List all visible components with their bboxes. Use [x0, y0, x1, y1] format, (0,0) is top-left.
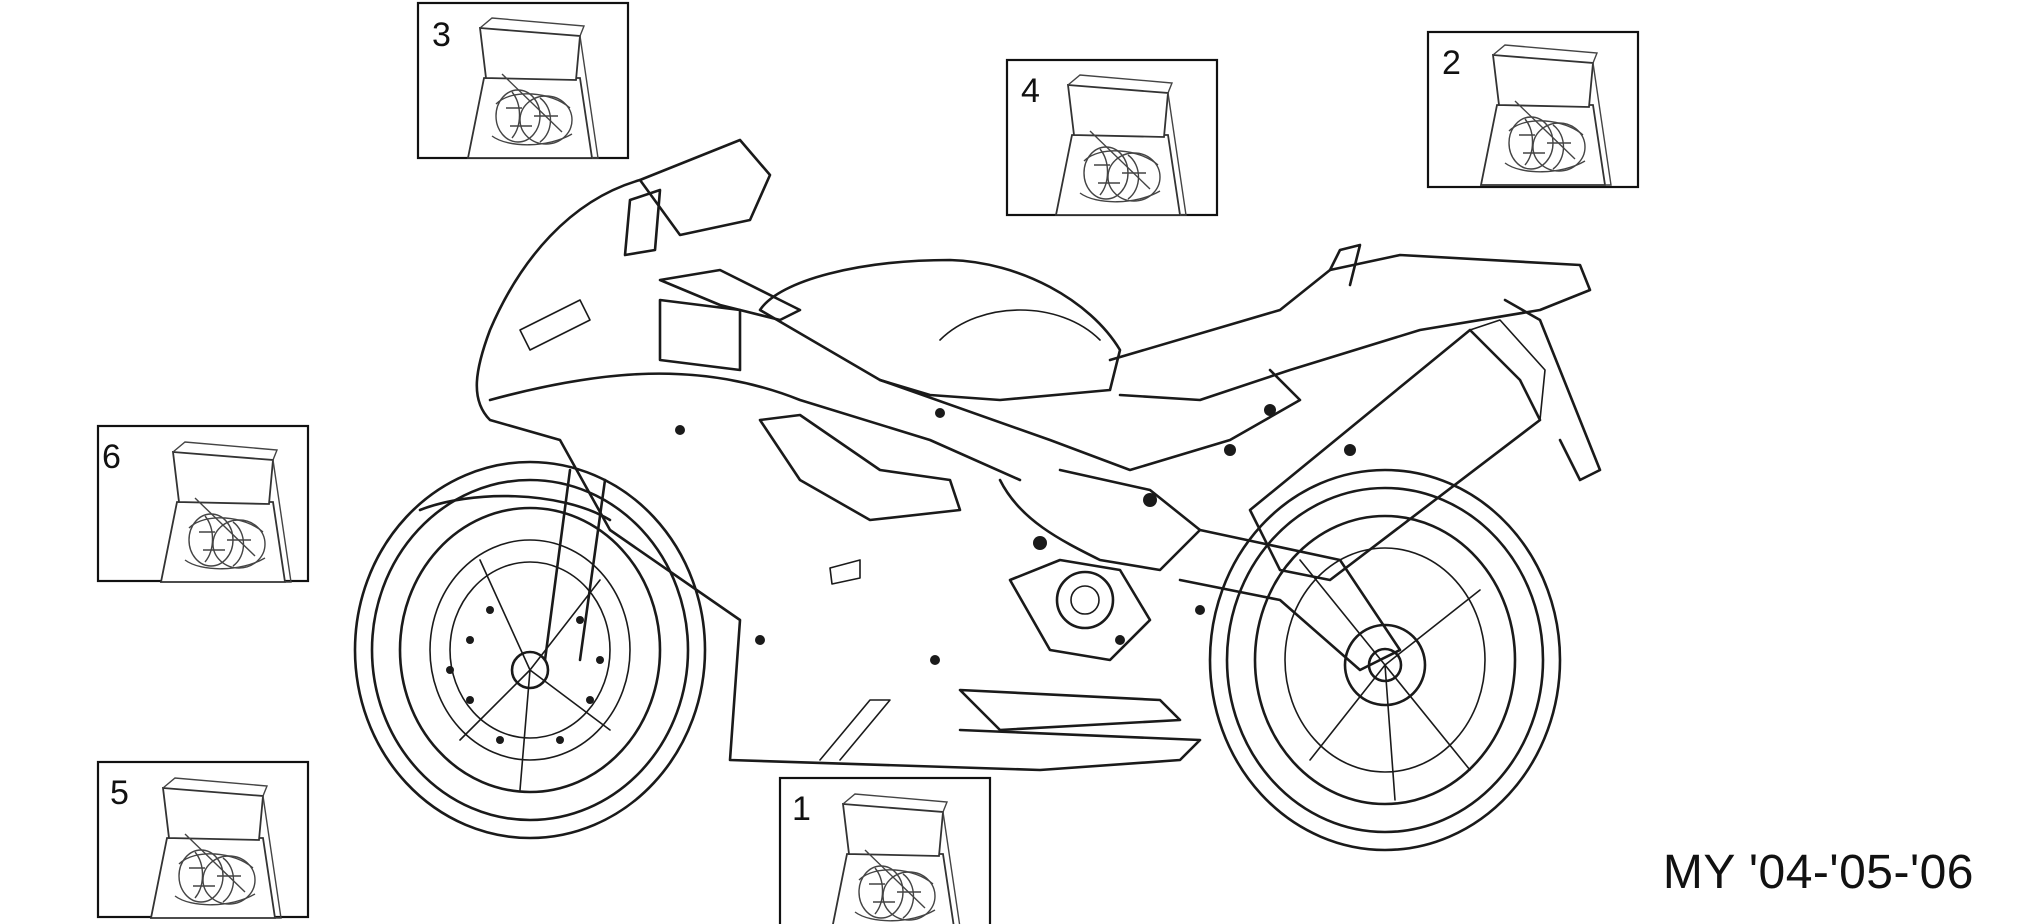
callout-5: 5 [96, 760, 310, 919]
callout-4: 4 [1005, 58, 1219, 217]
front-fender [418, 494, 612, 522]
license-bracket [1503, 298, 1602, 482]
mirror [623, 188, 662, 257]
instrument-housing [658, 298, 742, 372]
belly-pan [958, 688, 1182, 732]
fairing [475, 138, 1202, 772]
decal-kit-icon [830, 793, 962, 924]
callout-2: 2 [1426, 30, 1640, 189]
exhaust-silencer [1248, 328, 1542, 582]
callout-6: 6 [96, 424, 310, 583]
callout-number: 2 [1442, 44, 1461, 82]
decal-kit-icon [467, 17, 599, 159]
lower-stripe [819, 699, 891, 761]
callout-number: 5 [110, 774, 129, 812]
fuel-tank [758, 258, 1122, 402]
windscreen [638, 138, 772, 237]
pillion-pad [1328, 243, 1362, 287]
front-wheel [353, 460, 707, 840]
swingarm [1178, 528, 1402, 672]
decal-kit-icon [1055, 74, 1187, 216]
decal-kit-icon [1480, 44, 1612, 186]
tank-seat-tail [758, 243, 1592, 402]
air-intake [519, 299, 591, 351]
front-fork [543, 468, 607, 662]
fairing-vent [829, 559, 861, 585]
rear-wheel [1208, 468, 1562, 852]
callout-number: 1 [792, 790, 811, 828]
engine-cover [1055, 570, 1115, 630]
seat-tail [1108, 253, 1592, 402]
side-vent [758, 413, 962, 522]
frame-engine [675, 368, 1402, 732]
decal-kit-icon [160, 441, 292, 583]
callout-number: 3 [432, 16, 451, 54]
callout-1: 1 [778, 776, 992, 924]
handlebar [658, 268, 802, 322]
callout-number: 6 [102, 438, 121, 476]
model-year-label: MY '04-'05-'06 [1662, 846, 1974, 899]
decal-kit-icon [150, 777, 282, 919]
motorcycle-drawing [353, 138, 1602, 852]
callout-3: 3 [416, 1, 630, 160]
callout-number: 4 [1021, 72, 1040, 110]
